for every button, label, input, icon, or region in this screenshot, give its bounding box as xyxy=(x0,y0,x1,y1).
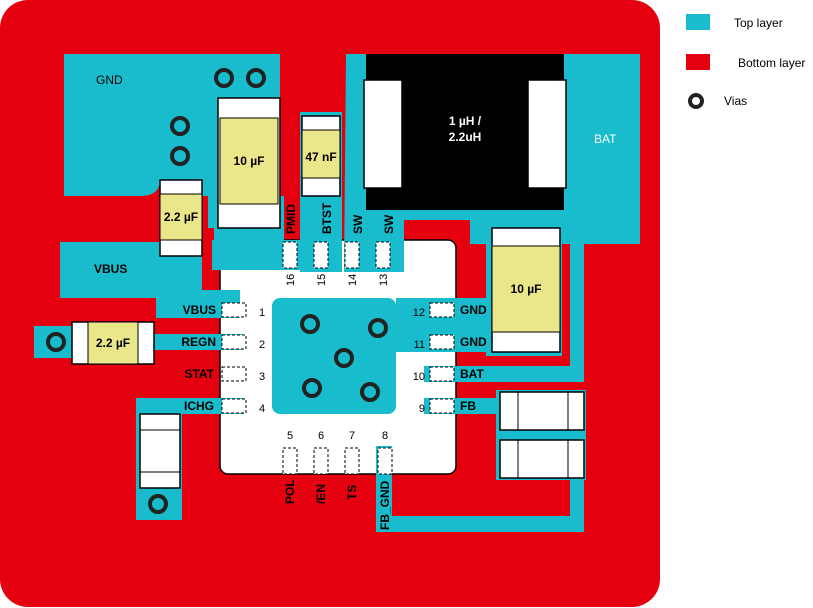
pin-name-fb: FB xyxy=(460,399,476,413)
pad-pin-3 xyxy=(221,366,247,382)
pin-number-15: 15 xyxy=(316,274,328,286)
via xyxy=(334,348,354,368)
pin-number-16: 16 xyxy=(285,274,297,286)
bat-trace-vertical xyxy=(570,240,584,382)
pad-pin-14 xyxy=(344,241,360,269)
pad-pin-11 xyxy=(429,334,455,350)
pad-pin-15 xyxy=(313,241,329,269)
via xyxy=(368,318,388,338)
pin-number-1: 1 xyxy=(259,307,265,319)
zone-label-bat: BAT xyxy=(594,132,617,146)
pin-number-3: 3 xyxy=(259,371,265,383)
pin-name-en: /EN xyxy=(314,484,328,504)
legend-label-bottom: Bottom layer xyxy=(738,56,805,70)
pin-number-12: 12 xyxy=(413,307,425,319)
pads-left xyxy=(221,302,247,414)
cap-10uf-top-label: 10 µF xyxy=(234,154,265,168)
pad-pin-1 xyxy=(221,302,247,318)
cap-47nf-label: 47 nF xyxy=(305,150,336,164)
zone-label-vbus: VBUS xyxy=(94,262,127,276)
legend-swatch-bottom xyxy=(686,54,710,70)
cap-10uf-right-label: 10 µF xyxy=(511,282,542,296)
via xyxy=(360,382,380,402)
pin-number-6: 6 xyxy=(318,430,324,442)
pads-bottom xyxy=(282,447,393,475)
legend-label-top: Top layer xyxy=(734,16,783,30)
pin-name-pol: POL xyxy=(283,479,297,504)
legend: Top layer Bottom layer Vias xyxy=(686,14,805,109)
legend-via-icon xyxy=(688,93,704,109)
pin-number-9: 9 xyxy=(419,403,425,415)
zone-label-gnd: GND xyxy=(96,73,123,87)
cap-22uf-mid-body xyxy=(159,193,203,241)
via xyxy=(170,116,190,136)
pin-number-2: 2 xyxy=(259,339,265,351)
via xyxy=(300,314,320,334)
bat-trace xyxy=(424,366,580,382)
pad-pin-12 xyxy=(429,302,455,318)
pin-number-13: 13 xyxy=(378,274,390,286)
via xyxy=(214,68,234,88)
cap-22uf-mid-label: 2.2 µF xyxy=(164,210,198,224)
pin-name-bat: BAT xyxy=(460,367,484,381)
cap-22uf-left-body xyxy=(87,321,139,365)
pad-pin-8 xyxy=(377,447,393,475)
pad-pin-13 xyxy=(375,241,391,269)
pin-number-7: 7 xyxy=(349,430,355,442)
pin-number-14: 14 xyxy=(347,274,359,286)
pin-number-10: 10 xyxy=(413,371,425,383)
via xyxy=(148,494,168,514)
fb-resistor-bottom xyxy=(499,439,585,479)
inductor-label-1: 1 µH / xyxy=(449,114,482,128)
via xyxy=(170,146,190,166)
fb-resistor-top xyxy=(499,391,585,431)
pin-name-ichg: ICHG xyxy=(184,399,214,413)
pin-number-4: 4 xyxy=(259,403,265,415)
pin-number-11: 11 xyxy=(414,339,425,351)
via xyxy=(302,378,322,398)
vbus-copper-zone xyxy=(60,242,240,318)
pad-pin-7 xyxy=(344,447,360,475)
ichg-resistor xyxy=(139,413,181,489)
pad-pin-2 xyxy=(221,334,247,350)
pin-name-sw-13: SW xyxy=(382,214,396,234)
pin-name-btst: BTST xyxy=(320,202,334,234)
pin-name-ts: TS xyxy=(345,485,359,500)
pin-name-stat: STAT xyxy=(184,367,214,381)
pad-pin-5 xyxy=(282,447,298,475)
pin-name-gnd-11: GND xyxy=(460,335,487,349)
pad-pin-9 xyxy=(429,398,455,414)
fb-gnd-trace-horizontal xyxy=(376,516,584,532)
pin-number-8: 8 xyxy=(382,430,388,442)
pin-name-regn: REGN xyxy=(181,335,216,349)
pin-name-gnd-12: GND xyxy=(460,303,487,317)
pad-pin-16 xyxy=(282,241,298,269)
pads-right xyxy=(429,302,455,414)
cap-10uf-right-body xyxy=(491,245,561,333)
via xyxy=(46,332,66,352)
legend-label-vias: Vias xyxy=(724,94,747,108)
pad-pin-6 xyxy=(313,447,329,475)
inductor-pad-left xyxy=(363,79,403,189)
pin-name-vbus: VBUS xyxy=(183,303,216,317)
pad-pin-10 xyxy=(429,366,455,382)
pin-name-sw-14: SW xyxy=(351,214,365,234)
vias-group xyxy=(46,68,388,514)
pin-name-pmid: PMID xyxy=(284,204,298,234)
pad-pin-4 xyxy=(221,398,247,414)
cap-10uf-top-body xyxy=(219,117,279,205)
legend-swatch-top xyxy=(686,14,710,30)
cap-47nf-body xyxy=(301,129,341,179)
pin-number-5: 5 xyxy=(287,430,293,442)
inductor-label-2: 2.2uH xyxy=(449,130,482,144)
pads-top xyxy=(282,241,391,269)
cap-22uf-left-label: 2.2 µF xyxy=(96,336,130,350)
via xyxy=(246,68,266,88)
pin-name-fb-gnd: FB_GND xyxy=(378,480,392,530)
inductor-pad-right xyxy=(527,79,567,189)
